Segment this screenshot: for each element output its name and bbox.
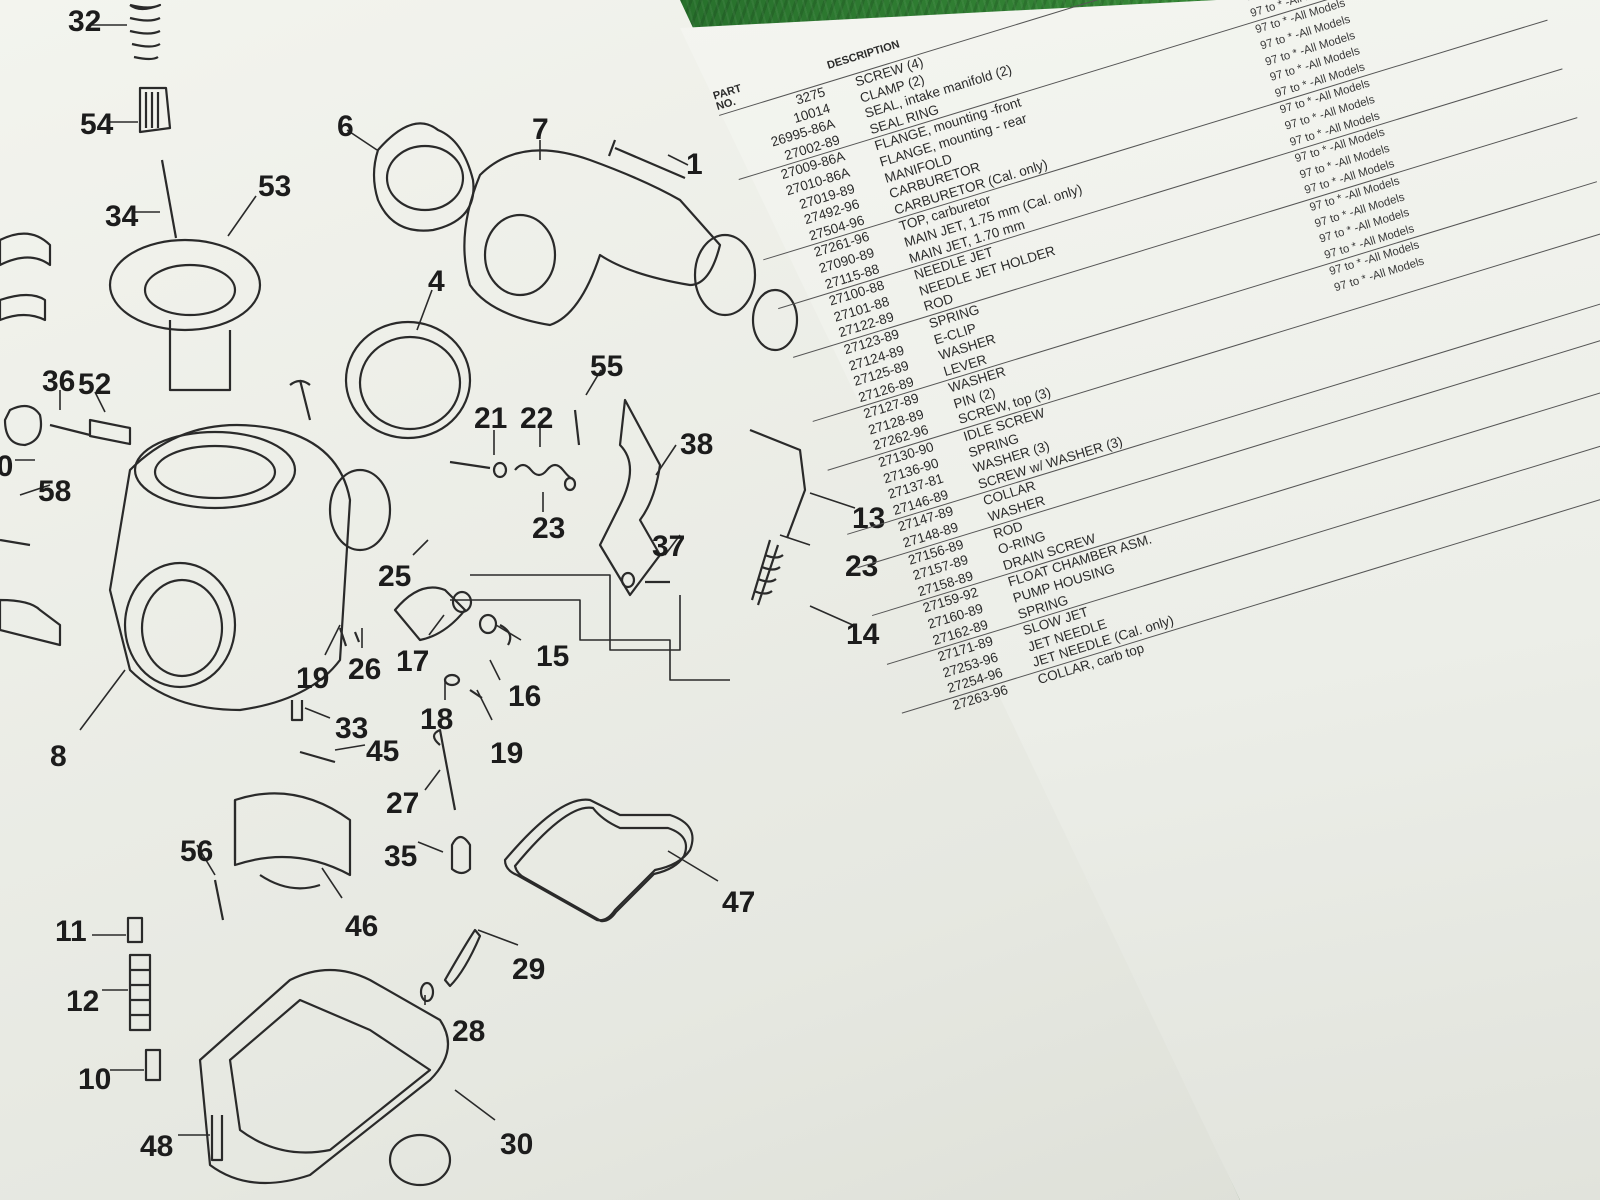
callout-55: 55 bbox=[590, 350, 624, 383]
callout-7: 7 bbox=[532, 113, 549, 146]
callout-29: 29 bbox=[512, 953, 546, 986]
callout-12: 12 bbox=[66, 985, 100, 1018]
callout-38: 38 bbox=[680, 428, 714, 461]
callout-37: 37 bbox=[652, 530, 686, 563]
callout-35: 35 bbox=[384, 840, 418, 873]
callout-34: 34 bbox=[105, 200, 139, 233]
callout-6: 6 bbox=[337, 110, 354, 143]
callout-58: 58 bbox=[38, 475, 72, 508]
callout-60: 60 bbox=[0, 450, 14, 483]
callout-22: 22 bbox=[520, 402, 554, 435]
callout-8: 8 bbox=[50, 740, 67, 773]
callout-32: 32 bbox=[68, 5, 102, 38]
callout-1: 1 bbox=[686, 148, 703, 181]
callout-13: 13 bbox=[852, 502, 886, 535]
callout-17: 17 bbox=[396, 645, 430, 678]
callout-45: 45 bbox=[366, 735, 400, 768]
callout-56: 56 bbox=[180, 835, 214, 868]
callout-4: 4 bbox=[428, 265, 445, 298]
callout-16: 16 bbox=[508, 680, 542, 713]
callout-48: 48 bbox=[140, 1130, 174, 1163]
callout-52: 52 bbox=[78, 368, 112, 401]
callout-30: 30 bbox=[500, 1128, 534, 1161]
callout-15: 15 bbox=[536, 640, 570, 673]
callout-47: 47 bbox=[722, 886, 756, 919]
callout-53: 53 bbox=[258, 170, 292, 203]
callout-23-b: 23 bbox=[845, 550, 879, 583]
callout-11: 11 bbox=[55, 915, 87, 948]
callout-18: 18 bbox=[420, 703, 454, 736]
callout-10: 10 bbox=[78, 1063, 112, 1096]
callout-23: 23 bbox=[532, 512, 566, 545]
callout-27: 27 bbox=[386, 787, 420, 820]
callout-54: 54 bbox=[80, 108, 114, 141]
callout-25: 25 bbox=[378, 560, 412, 593]
callout-21: 21 bbox=[474, 402, 508, 435]
callout-33: 33 bbox=[335, 712, 369, 745]
callout-19: 19 bbox=[296, 662, 330, 695]
callout-26: 26 bbox=[348, 653, 382, 686]
callout-19-b: 19 bbox=[490, 737, 524, 770]
callout-14: 14 bbox=[846, 618, 880, 651]
callout-36: 36 bbox=[42, 365, 76, 398]
callout-46: 46 bbox=[345, 910, 379, 943]
callout-28: 28 bbox=[452, 1015, 486, 1048]
